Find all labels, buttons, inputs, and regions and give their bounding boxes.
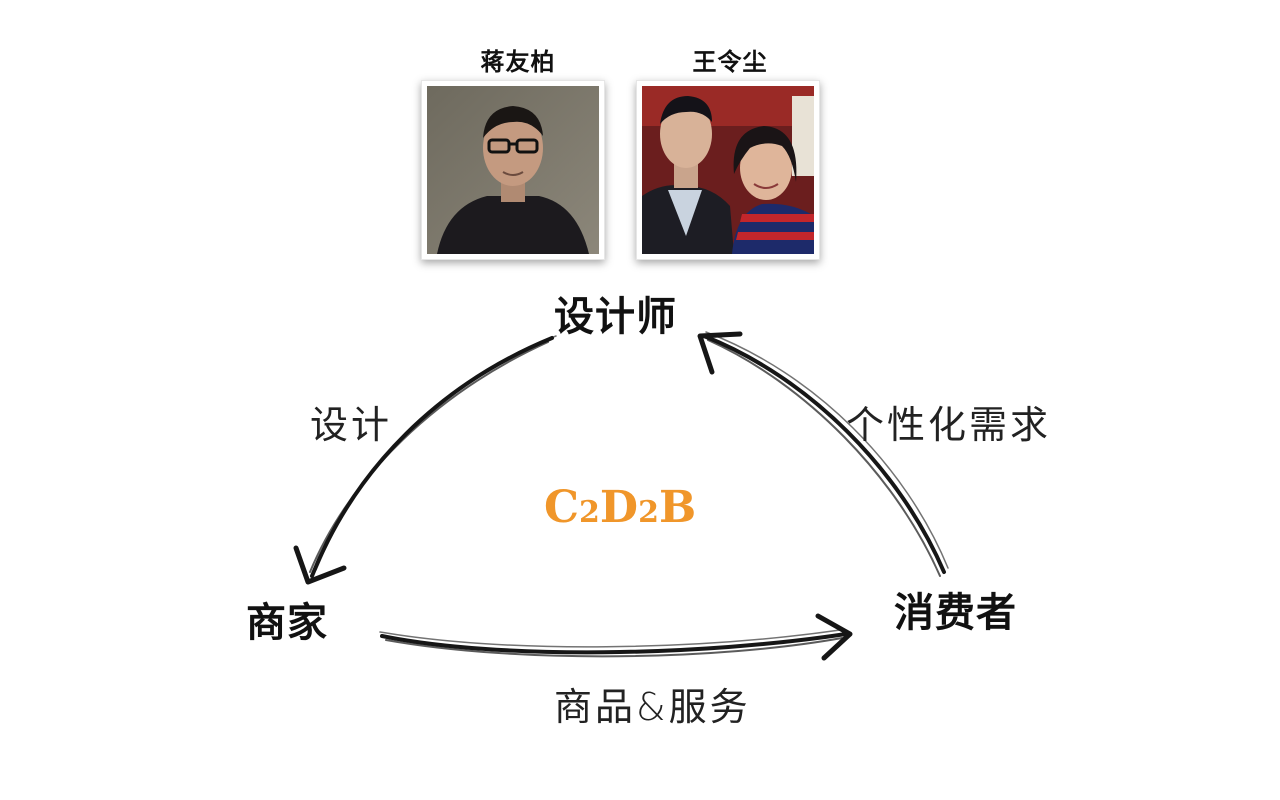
model-part-c: C [544, 482, 580, 533]
node-merchant: 商家 [246, 600, 328, 646]
photo-frame-2 [636, 80, 820, 260]
portrait-man-glasses-icon [427, 86, 599, 254]
model-part-2b: 2 [638, 495, 659, 530]
edge-label-goods-services: 商品&服务 [554, 685, 751, 729]
arrow-consumer-to-designer [697, 331, 949, 577]
node-designer: 设计师 [554, 294, 677, 340]
arrow-designer-to-merchant [293, 335, 557, 585]
model-part-d: D [599, 482, 639, 533]
node-consumer: 消费者 [894, 590, 1017, 636]
edge-label-design: 设计 [310, 403, 393, 447]
model-part-b: B [658, 482, 697, 533]
edge-label-personalized-demand: 个性化需求 [846, 403, 1052, 447]
portrait-young-man-and-woman-icon [642, 86, 814, 254]
photo-frame-1 [421, 80, 605, 260]
person-name-1: 蒋友柏 [480, 48, 556, 76]
arrow-merchant-to-consumer [379, 613, 853, 661]
model-part-2a: 2 [579, 495, 600, 530]
model-label: C2D2B [544, 482, 696, 533]
person-name-2: 王令尘 [692, 48, 768, 76]
